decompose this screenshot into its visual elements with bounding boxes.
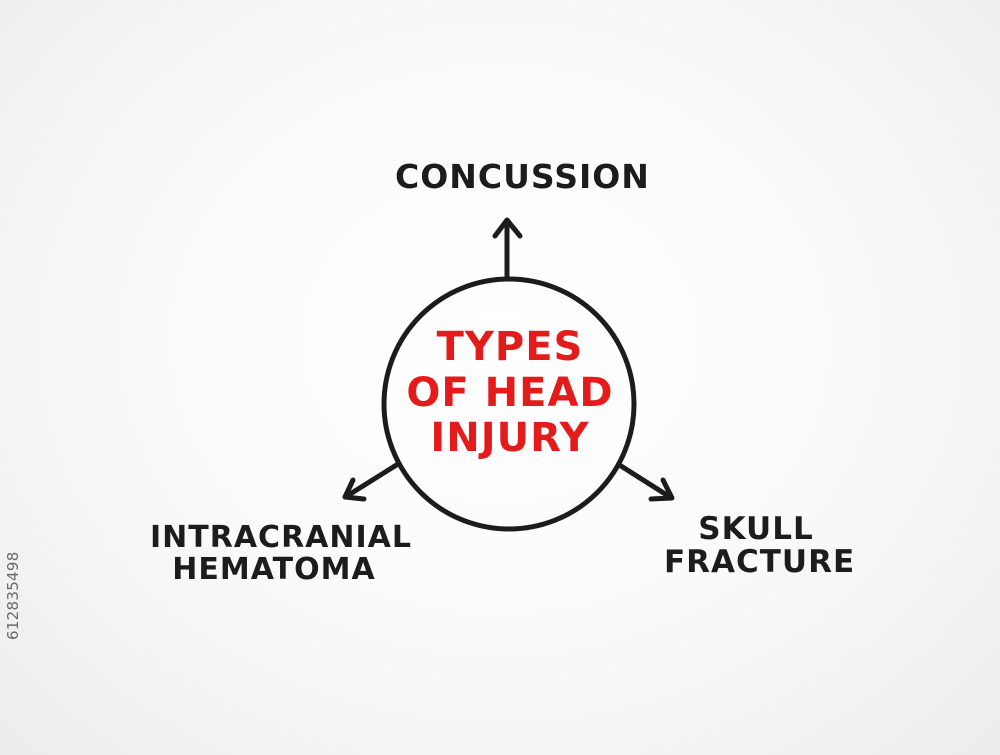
center-title-line-2: OF HEAD bbox=[406, 369, 614, 416]
arrowhead-concussion bbox=[492, 217, 523, 239]
center-title-line-3: INJURY bbox=[430, 415, 590, 462]
branch-label-skull-fracture: SKULL FRACTURE bbox=[664, 511, 856, 580]
arrowhead-intracranial bbox=[342, 477, 367, 502]
arrow-line-skull bbox=[618, 463, 673, 500]
branch-label-intracranial-line-2: HEMATOMA bbox=[172, 551, 376, 587]
center-title: TYPES OF HEAD INJURY bbox=[395, 324, 625, 462]
branch-label-skull-line-2: FRACTURE bbox=[664, 543, 856, 580]
branch-label-intracranial-hematoma: INTRACRANIAL HEMATOMA bbox=[150, 520, 412, 587]
branch-label-concussion: CONCUSSION bbox=[395, 157, 650, 196]
branch-label-concussion-line-1: CONCUSSION bbox=[395, 157, 650, 196]
branch-label-skull-line-1: SKULL bbox=[698, 511, 814, 547]
arrowhead-skull bbox=[648, 477, 675, 502]
branch-label-intracranial-line-1: INTRACRANIAL bbox=[150, 520, 412, 555]
center-title-line-1: TYPES bbox=[436, 324, 584, 370]
watermark-image-id: 612835498 bbox=[4, 551, 22, 640]
arrow-line-intracranial bbox=[344, 461, 401, 499]
